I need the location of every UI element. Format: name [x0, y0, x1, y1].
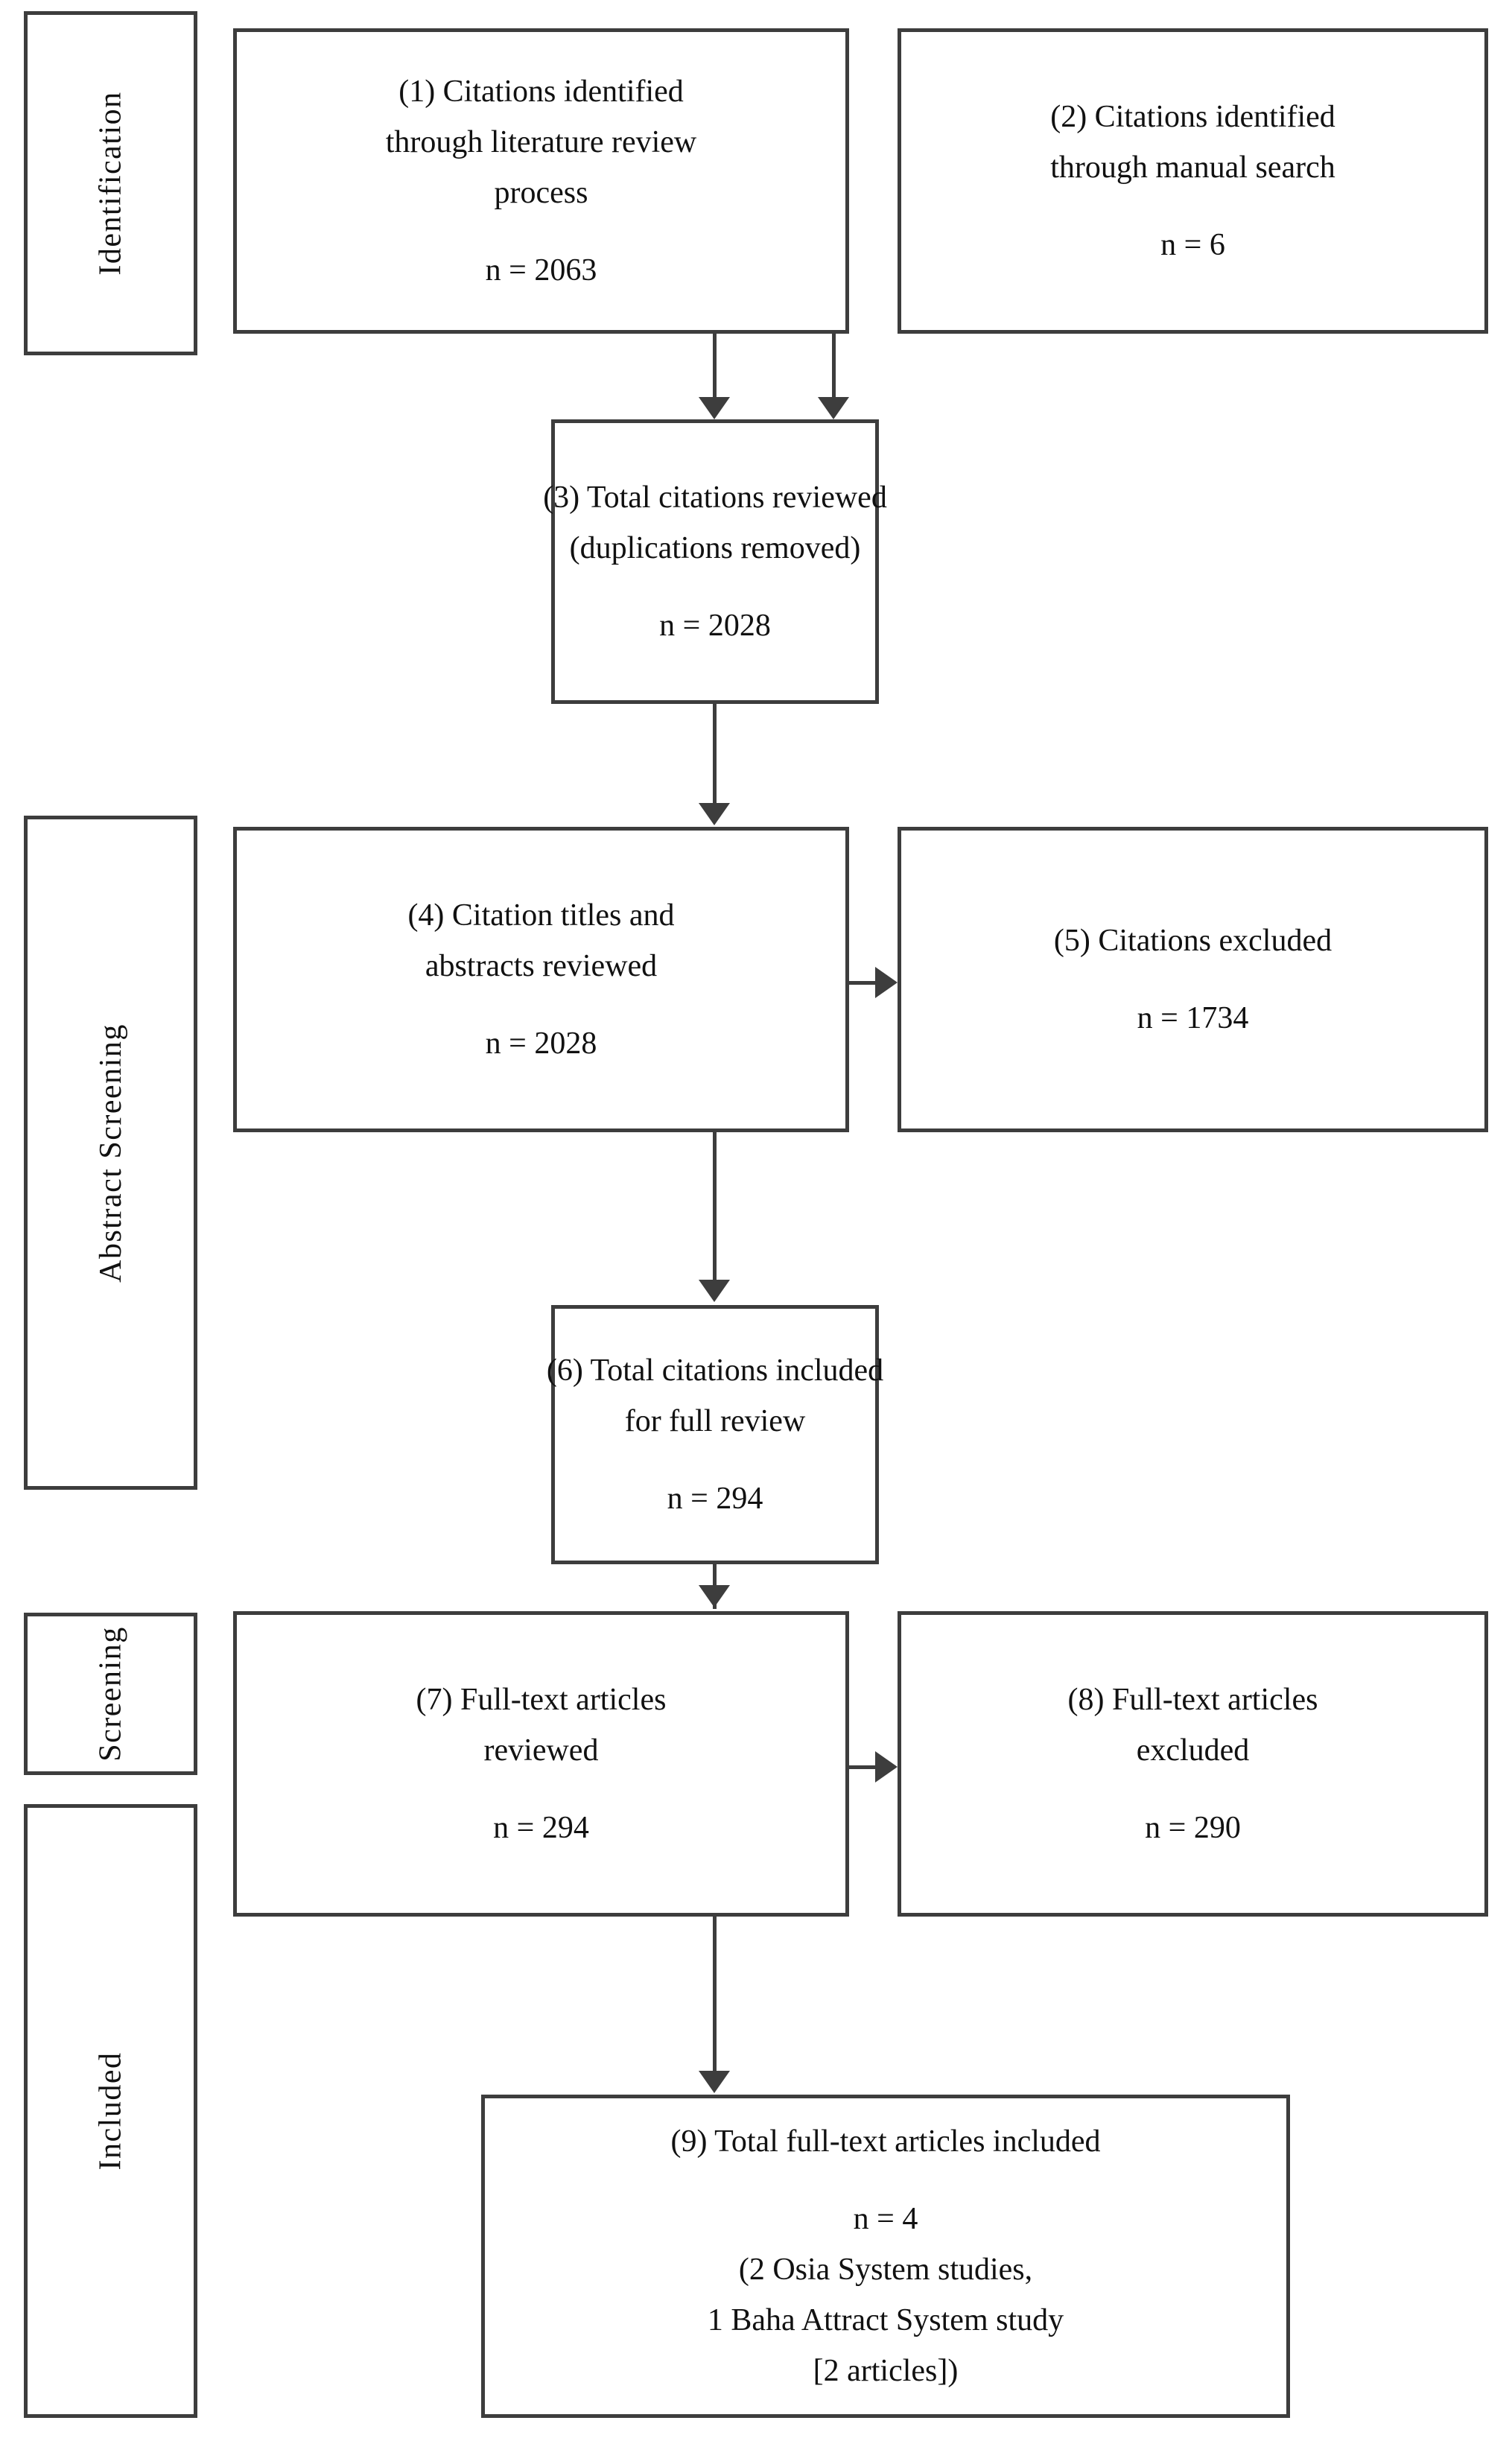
stage-box-included: Included — [24, 1804, 197, 2418]
box-1-count: n = 2063 — [485, 253, 597, 288]
connector-box1-to-box3-arrowhead — [699, 397, 730, 419]
flow-box-6-total-citations-included-full-review: (6) Total citations included for full re… — [547, 1305, 883, 1564]
connector-box3-to-box4-line — [713, 704, 717, 804]
connector-box4-to-box5-line — [849, 981, 877, 985]
connector-box7-to-box8-arrowhead — [875, 1751, 898, 1783]
flow-box-4-citation-titles-abstracts-reviewed: (4) Citation titles and abstracts review… — [233, 827, 849, 1132]
box-9-line-1: (9) Total full-text articles included — [670, 2124, 1101, 2159]
box-7-count: n = 294 — [493, 1811, 589, 1846]
box-3-count: n = 2028 — [659, 609, 771, 644]
box-9-detail-2: 1 Baha Attract System study — [707, 2303, 1064, 2338]
box-3-line-2: (duplications removed) — [569, 530, 861, 565]
connector-box4-to-box6-line — [713, 1132, 717, 1281]
connector-box6-to-box7-arrowhead — [699, 1585, 730, 1607]
stage-box-abstract-screening: Abstract Screening — [24, 816, 197, 1490]
box-7-line-2: reviewed — [483, 1733, 599, 1768]
flow-box-7-full-text-articles-reviewed: (7) Full-text articles reviewed n = 294 — [233, 1611, 849, 1917]
stage-label-abstract-screening: Abstract Screening — [93, 1023, 128, 1283]
stage-box-screening: Screening — [24, 1613, 197, 1775]
flow-box-5-citations-excluded: (5) Citations excluded n = 1734 — [898, 827, 1488, 1132]
box-5-count: n = 1734 — [1137, 1001, 1249, 1035]
flow-box-3-total-citations-reviewed: (3) Total citations reviewed (duplicatio… — [543, 419, 887, 704]
box-4-line-2: abstracts reviewed — [425, 948, 658, 983]
connector-box7-to-box9-arrowhead — [699, 2071, 730, 2093]
box-8-line-1: (8) Full-text articles — [1067, 1682, 1318, 1717]
connector-box1-to-box3-line — [713, 334, 717, 399]
box-1-line-3: process — [494, 176, 588, 210]
connector-box2-to-box3-line — [832, 334, 836, 399]
box-4-line-1: (4) Citation titles and — [407, 898, 675, 933]
box-1-line-2: through literature review — [385, 124, 697, 159]
box-8-count: n = 290 — [1145, 1811, 1241, 1846]
connector-box4-to-box6-arrowhead — [699, 1280, 730, 1302]
box-6-line-2: for full review — [624, 1403, 806, 1438]
flow-box-2-citations-identified-manual: (2) Citations identified through manual … — [898, 28, 1488, 334]
box-1-line-1: (1) Citations identified — [398, 74, 684, 109]
box-8-line-2: excluded — [1136, 1733, 1250, 1768]
box-6-line-1: (6) Total citations included — [546, 1353, 884, 1388]
flow-box-9-total-full-text-articles-included: (9) Total full-text articles included n … — [481, 2095, 1290, 2418]
box-2-line-1: (2) Citations identified — [1050, 99, 1335, 134]
box-9-count: n = 4 — [853, 2201, 918, 2236]
box-6-count: n = 294 — [667, 1482, 763, 1517]
flow-box-8-full-text-articles-excluded: (8) Full-text articles excluded n = 290 — [898, 1611, 1488, 1917]
stage-label-identification: Identification — [93, 91, 128, 276]
box-9-detail-1: (2 Osia System studies, — [738, 2252, 1033, 2287]
stage-label-included: Included — [93, 2051, 128, 2171]
connector-box7-to-box8-line — [849, 1765, 877, 1769]
box-3-line-1: (3) Total citations reviewed — [543, 480, 887, 515]
box-7-line-1: (7) Full-text articles — [416, 1682, 667, 1717]
connector-box7-to-box9-line — [713, 1917, 717, 2073]
box-2-line-2: through manual search — [1050, 150, 1335, 185]
connector-box3-to-box4-arrowhead — [699, 803, 730, 825]
box-4-count: n = 2028 — [485, 1026, 597, 1061]
stage-box-identification: Identification — [24, 11, 197, 355]
connector-box2-to-box3-arrowhead — [818, 397, 849, 419]
stage-label-screening: Screening — [93, 1626, 128, 1762]
box-9-detail-3: [2 articles]) — [813, 2354, 959, 2389]
box-5-line-1: (5) Citations excluded — [1053, 923, 1332, 958]
connector-box4-to-box5-arrowhead — [875, 967, 898, 998]
box-2-count: n = 6 — [1160, 228, 1225, 263]
flow-box-1-citations-identified-literature: (1) Citations identified through literat… — [233, 28, 849, 334]
